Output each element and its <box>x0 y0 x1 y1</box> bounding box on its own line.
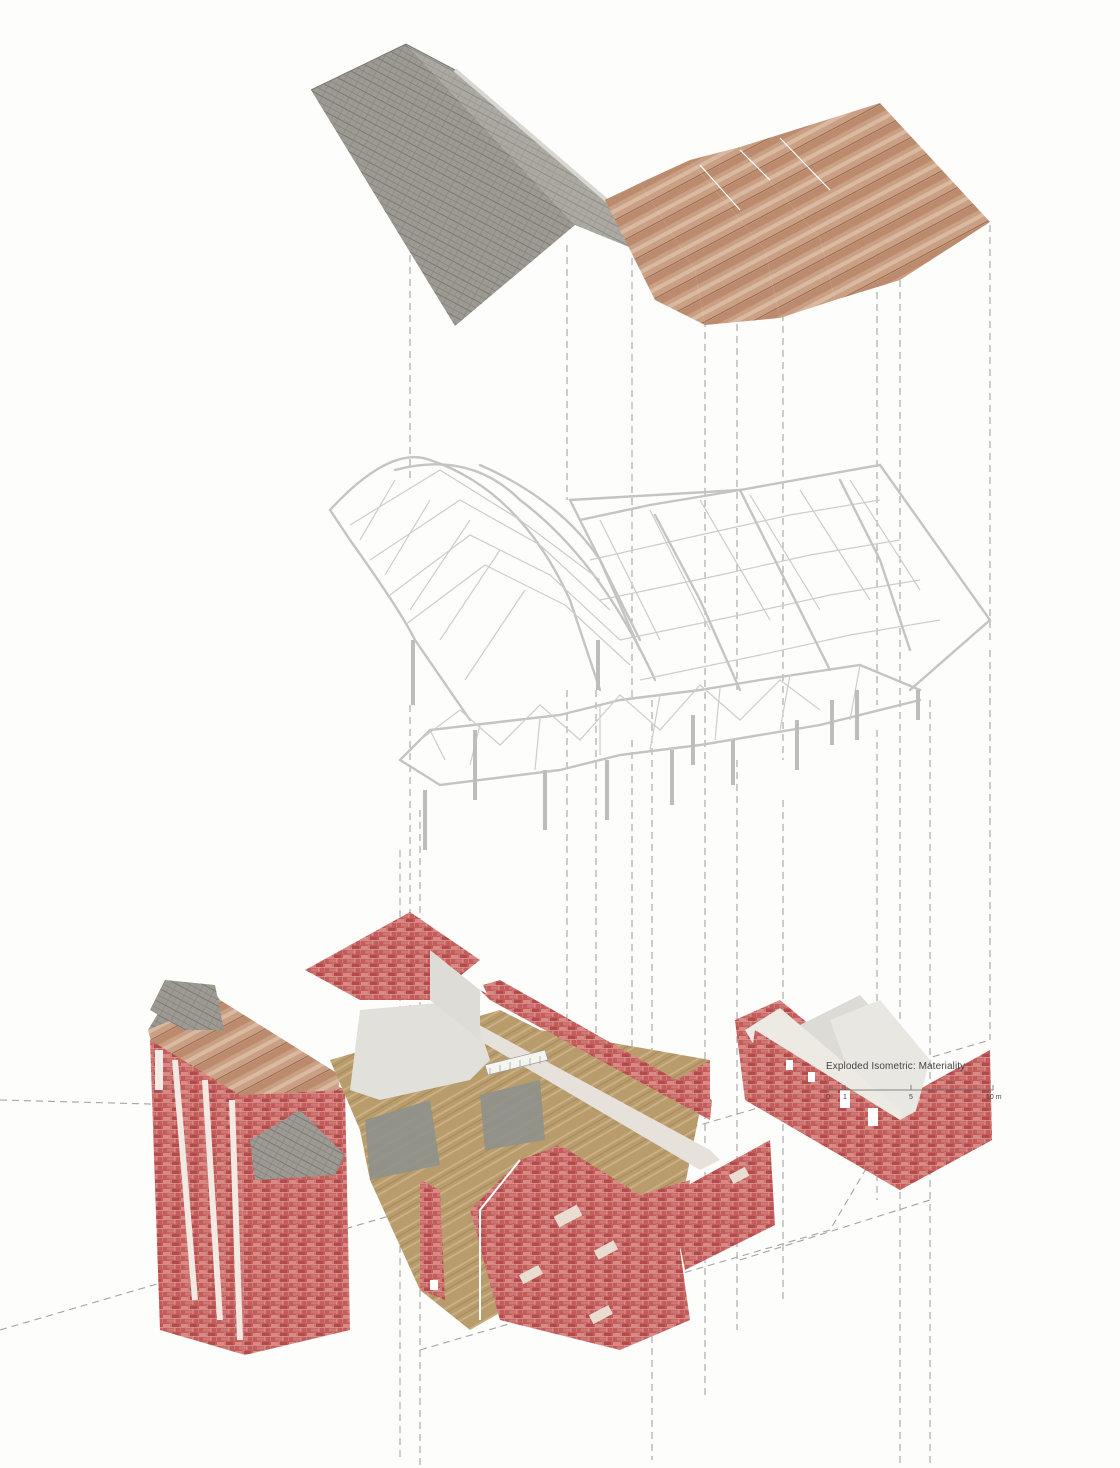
roof-layer <box>310 43 990 326</box>
clay-tile-roof-front <box>605 183 705 325</box>
glazing-panels <box>365 1100 440 1180</box>
scale-tick-10: 10 m <box>986 1094 1002 1101</box>
scale-tick-0: 0 <box>826 1094 830 1101</box>
slate-roof <box>311 44 575 326</box>
timber-frame-layer <box>328 456 992 850</box>
scale-tick-1: 1 <box>843 1094 847 1101</box>
scale-bar: 0 1 5 10 m <box>826 1085 1002 1101</box>
drawing-caption: Exploded Isometric: Materiality <box>826 1061 966 1072</box>
concrete-walls <box>350 1000 490 1100</box>
clay-tile-roof-3 <box>740 103 990 300</box>
left-building <box>148 980 350 1355</box>
scale-tick-5: 5 <box>909 1094 913 1101</box>
clay-tile-roof-2 <box>690 147 835 318</box>
clay-tile-roof-1 <box>640 160 780 325</box>
right-building <box>735 995 992 1190</box>
central-building <box>305 912 775 1350</box>
